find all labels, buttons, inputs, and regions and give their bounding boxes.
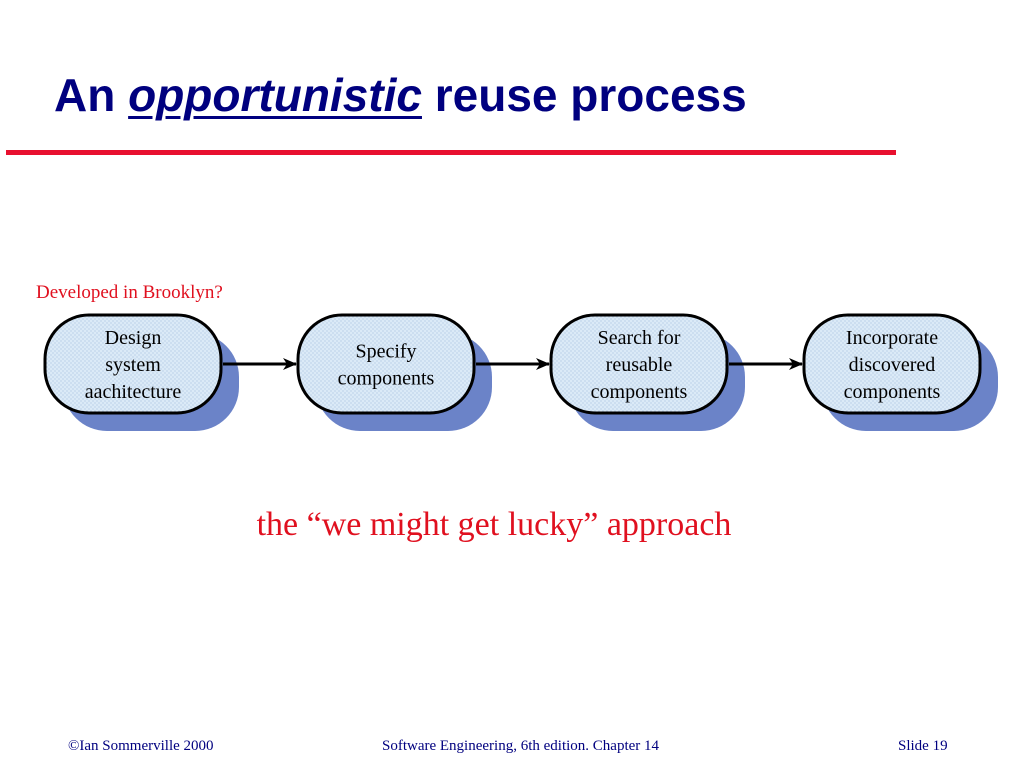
- slide-title: An opportunistic reuse process: [54, 72, 747, 118]
- process-step-label: components: [844, 381, 941, 403]
- footer-book-title: Software Engineering, 6th edition. Chapt…: [382, 738, 660, 754]
- process-step-label: Specify: [355, 341, 416, 363]
- process-step-label: system: [105, 354, 161, 376]
- process-step-label: discovered: [849, 354, 936, 376]
- title-underline-rule: [6, 150, 896, 155]
- process-step-label: reusable: [606, 354, 673, 376]
- footer-slide-number: Slide 19: [898, 738, 948, 754]
- tagline: the “we might get lucky” approach: [256, 506, 732, 543]
- side-note: Developed in Brooklyn?: [36, 282, 223, 303]
- process-step-label: Search for: [598, 327, 681, 349]
- footer-copyright: ©Ian Sommerville 2000: [68, 738, 214, 754]
- title-emphasis: opportunistic: [128, 69, 422, 121]
- process-step-label: Design: [105, 327, 162, 349]
- process-step-label: components: [591, 381, 688, 403]
- process-step-label: aachitecture: [85, 381, 182, 403]
- process-step-label: components: [338, 368, 435, 390]
- process-step-box: [549, 313, 729, 415]
- process-step-box: [296, 313, 476, 415]
- process-step-label: Incorporate: [846, 327, 938, 349]
- title-prefix: An: [54, 69, 116, 121]
- title-suffix: reuse process: [434, 69, 747, 121]
- process-step-box: [802, 313, 982, 415]
- process-step-box: [43, 313, 223, 415]
